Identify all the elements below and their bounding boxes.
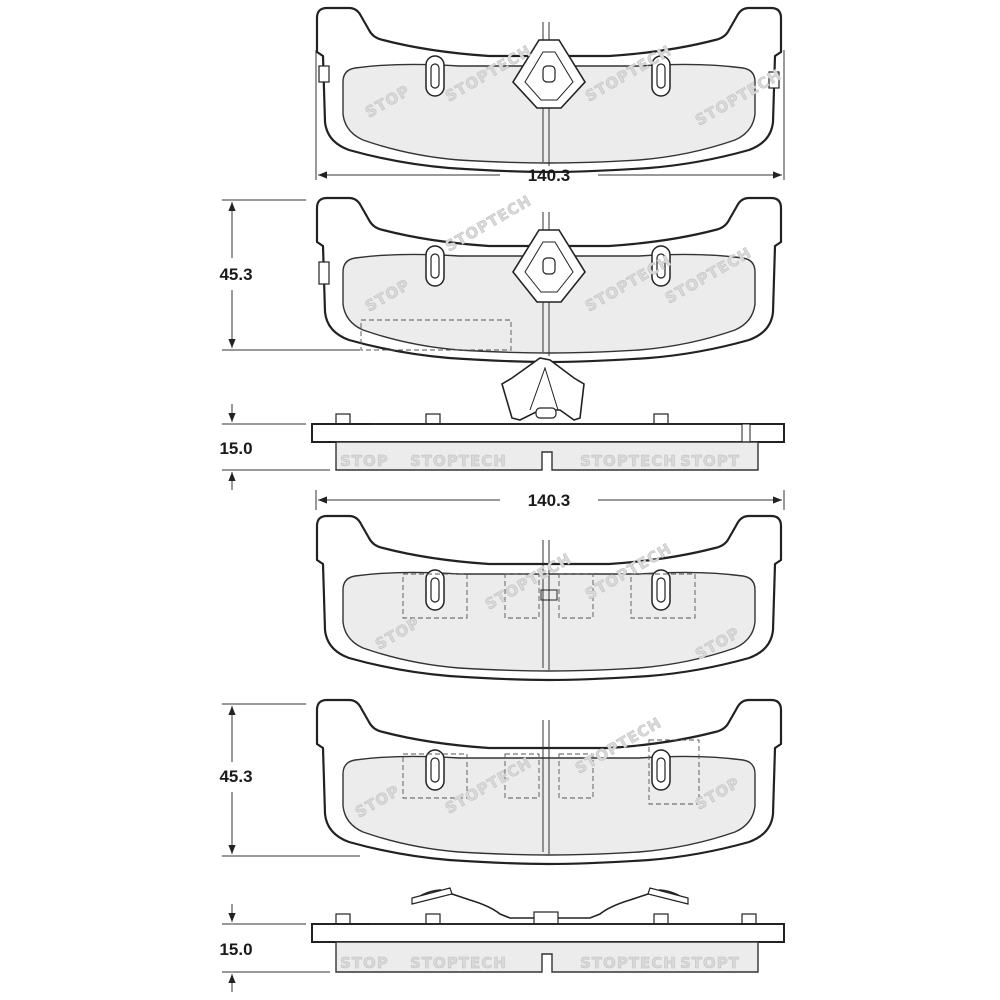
height-label-top: 45.3: [219, 265, 252, 284]
width-label-bottom: 140.3: [528, 491, 571, 510]
thickness-dimension-top: 15.0: [219, 404, 330, 490]
svg-text:STOPTECH: STOPTECH: [410, 452, 507, 470]
width-dimension-top: 140.3: [315, 50, 785, 185]
thickness-label-bottom: 15.0: [219, 940, 252, 959]
height-dimension-bottom: 45.3: [219, 703, 360, 857]
height-label-bottom: 45.3: [219, 767, 252, 786]
svg-text:STOPT: STOPT: [680, 452, 740, 470]
pad-view-top-1: STOP STOPTECH STOPTECH STOPTECH: [315, 6, 785, 174]
pad-view-top-2: STOP STOPTECH STOPTECH STOPTECH: [315, 191, 783, 364]
svg-text:STOPTECH: STOPTECH: [580, 452, 677, 470]
pad-side-view-top: STOP STOPTECH STOPTECH STOPT: [311, 357, 785, 471]
pad-side-view-bottom: STOP STOPTECH STOPTECH STOPT: [311, 887, 785, 973]
width-label-top: 140.3: [528, 166, 571, 185]
thickness-dimension-bottom: 15.0: [219, 904, 330, 992]
pad-view-bottom-2: STOP STOPTECH STOPTECH STOP: [315, 698, 783, 866]
pad-view-bottom-1: STOP STOPTECH STOPTECH STOP: [315, 514, 783, 682]
height-dimension-top: 45.3: [219, 199, 360, 351]
thickness-label-top: 15.0: [219, 439, 252, 458]
svg-text:STOP: STOP: [340, 452, 389, 470]
svg-text:STOP: STOP: [340, 954, 389, 972]
width-dimension-bottom: 140.3: [315, 490, 785, 510]
svg-text:STOPT: STOPT: [680, 954, 740, 972]
svg-text:STOPTECH: STOPTECH: [410, 954, 507, 972]
svg-text:STOPTECH: STOPTECH: [580, 954, 677, 972]
